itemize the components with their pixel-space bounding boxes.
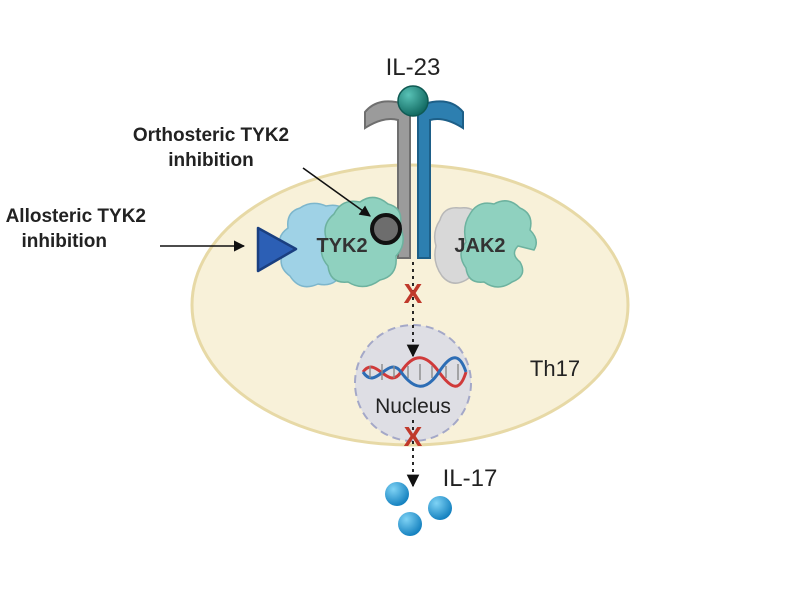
dna-helix-icon [361,356,468,388]
orthosteric-label-line2: inhibition [168,150,253,171]
il23-molecule [397,85,429,117]
block-x-icon: X [404,278,423,309]
orthosteric-label-line1: Orthosteric TYK2 [133,125,289,146]
block-x-icon-secondary: X [404,421,423,452]
nucleus-label: Nucleus [375,395,451,418]
allosteric-label-line2: inhibition [22,231,107,252]
inhibitor-triangle-icon [256,226,298,273]
th17-label: Th17 [530,356,580,381]
il17-label: IL-17 [443,465,498,492]
il17-molecule-icon [385,482,452,536]
jak2-label: JAK2 [454,235,505,257]
jak2-kinase-green [460,200,537,288]
orthosteric-pointer-arrow [302,167,371,217]
inhibitor-ball-icon [370,213,402,245]
allosteric-label-line1: Allosteric TYK2 [6,206,146,227]
tyk2-label: TYK2 [316,235,367,257]
il23-label: IL-23 [386,54,441,81]
receptor-blue-chain [417,100,464,259]
